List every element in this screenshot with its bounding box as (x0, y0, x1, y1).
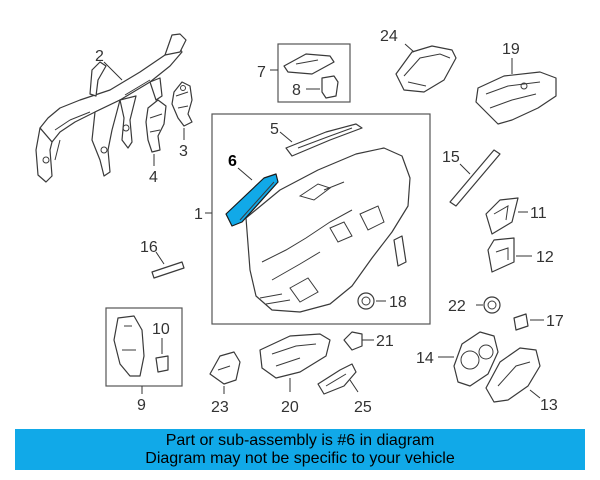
part-18-knob[interactable] (357, 292, 375, 310)
callout-24: 24 (380, 28, 398, 45)
callout-13: 13 (540, 397, 558, 414)
callout-19: 19 (502, 41, 520, 58)
callout-2: 2 (95, 48, 104, 65)
part-16-clip[interactable] (151, 261, 185, 279)
part-10-clip[interactable] (155, 355, 169, 373)
part-24-storage-bin[interactable] (395, 45, 457, 93)
callout-9: 9 (137, 397, 146, 414)
callout-7: 7 (257, 64, 266, 81)
callout-16: 16 (140, 239, 158, 256)
callout-17: 17 (546, 313, 564, 330)
part-20-lower-panel[interactable] (259, 333, 331, 379)
part-22-grommet[interactable] (483, 296, 501, 314)
group-box-1 (211, 113, 431, 325)
parts-diagram: 2 3 4 7 8 24 19 1 (35, 28, 564, 416)
part-11-vent[interactable] (485, 197, 519, 235)
part-7-cover[interactable] (283, 53, 335, 75)
group-box-7 (277, 43, 351, 103)
part-8-clip[interactable] (321, 75, 339, 99)
callout-8: 8 (292, 82, 301, 99)
callout-18: 18 (389, 294, 407, 311)
callout-23: 23 (211, 399, 229, 416)
part-23-bracket[interactable] (209, 351, 241, 385)
callout-14: 14 (416, 350, 434, 367)
part-6-trim-panel-highlighted[interactable] (225, 173, 279, 227)
part-12-vent[interactable] (487, 237, 515, 273)
callout-1: 1 (194, 206, 203, 223)
callout-15: 15 (442, 149, 460, 166)
callout-6: 6 (228, 153, 237, 170)
part-1-instrument-panel[interactable] (245, 147, 411, 313)
callout-10: 10 (152, 321, 170, 338)
callout-5: 5 (270, 121, 279, 138)
info-banner: Part or sub-assembly is #6 in diagram Di… (15, 429, 585, 470)
part-17-clip[interactable] (513, 313, 529, 331)
group-box-9 (105, 307, 183, 387)
part-2-cross-car-beam[interactable] (35, 33, 187, 183)
part-25-bracket[interactable] (317, 363, 357, 395)
banner-line-2: Diagram may not be specific to your vehi… (145, 450, 455, 467)
callout-22: 22 (448, 298, 466, 315)
part-5-defroster-grille[interactable] (285, 123, 363, 157)
callout-4: 4 (149, 169, 158, 186)
banner-line-1: Part or sub-assembly is #6 in diagram (165, 432, 435, 449)
callout-11: 11 (530, 205, 547, 222)
callout-25: 25 (354, 399, 372, 416)
part-14-gauge-bezel[interactable] (453, 331, 499, 387)
part-bracket-small[interactable] (393, 235, 407, 267)
part-9-end-cap[interactable] (113, 315, 145, 377)
part-13-cluster-housing[interactable] (485, 347, 541, 403)
part-3-bracket[interactable] (171, 81, 193, 127)
callout-20: 20 (281, 399, 299, 416)
part-15-trim-strip[interactable] (449, 149, 501, 207)
callout-3: 3 (179, 143, 188, 160)
callout-21: 21 (376, 333, 394, 350)
part-21-knob[interactable] (343, 331, 363, 351)
part-19-trim-panel[interactable] (475, 71, 557, 125)
part-4-bracket[interactable] (145, 99, 167, 153)
callout-12: 12 (536, 249, 554, 266)
